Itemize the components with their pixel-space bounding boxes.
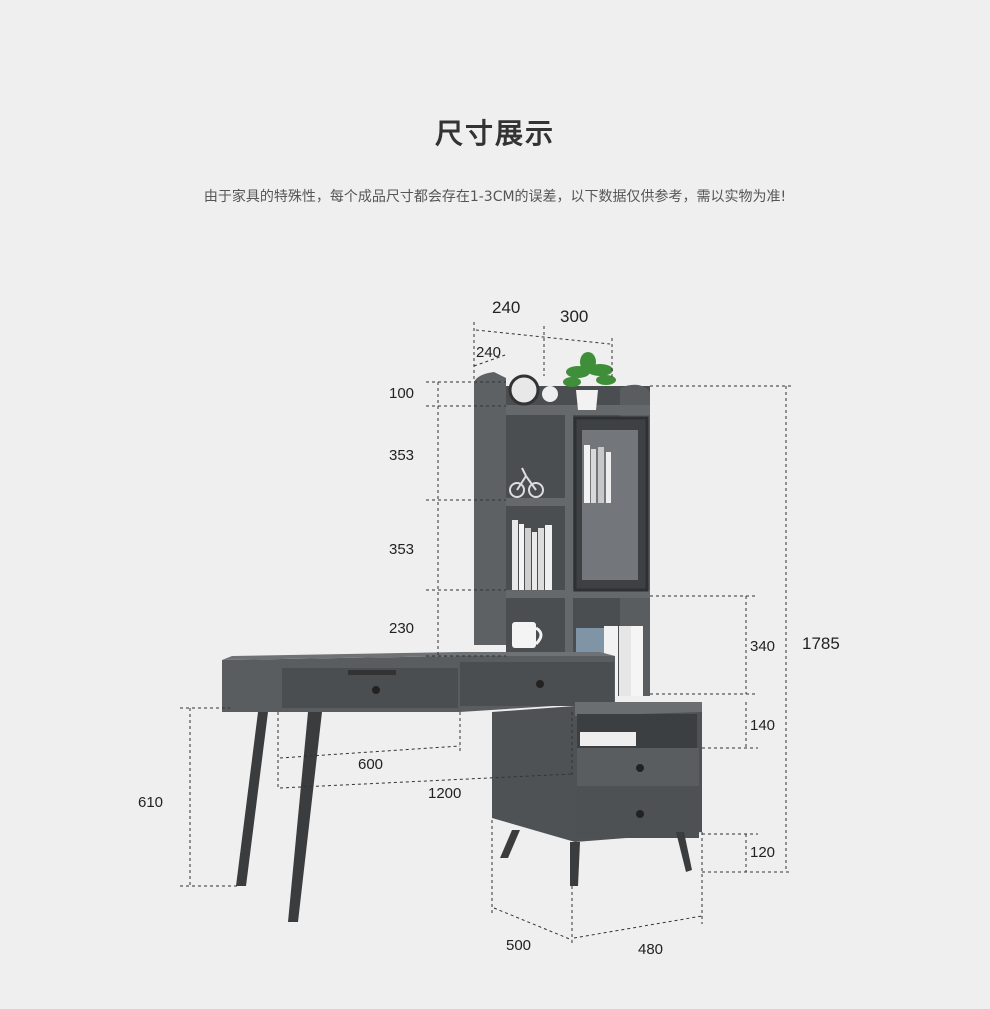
clock-icon: [508, 374, 540, 406]
dim-h-shelf1: 353: [389, 447, 415, 464]
dim-h-shelf3: 230: [389, 620, 415, 637]
dim-top-width-right: 300: [560, 307, 589, 326]
dim-desk-height: 610: [138, 794, 164, 811]
dim-top-depth: 240: [476, 344, 502, 361]
dim-total-height: 1785: [802, 634, 840, 653]
dim-desk-drawer-width: 600: [358, 756, 384, 773]
dim-h-top: 100: [389, 385, 415, 402]
desk: [222, 652, 615, 922]
dim-h-cabinet-leg: 120: [750, 844, 776, 861]
dim-h-shelf2: 353: [389, 541, 415, 558]
dim-desk-width: 1200: [428, 785, 462, 802]
dim-top-width-left: 240: [492, 298, 521, 317]
page-subtitle: 由于家具的特殊性，每个成品尺寸都会存在1-3CM的误差，以下数据仅供参考，需以实…: [203, 189, 787, 205]
drawer-knob: [536, 680, 544, 688]
cup-icon: [512, 622, 536, 648]
dim-h-right-upper: 340: [750, 638, 776, 655]
dim-h-cabinet-top: 140: [750, 717, 776, 734]
side-cabinet: [492, 702, 702, 886]
dim-cabinet-width: 480: [638, 941, 664, 958]
bicycle-icon: [509, 467, 544, 498]
page-title: 尺寸展示: [434, 117, 555, 150]
bookshelf-hutch: [474, 352, 650, 696]
plant-icon: [563, 352, 616, 387]
dimension-lines: [180, 322, 792, 944]
dim-cabinet-depth: 500: [506, 937, 532, 954]
